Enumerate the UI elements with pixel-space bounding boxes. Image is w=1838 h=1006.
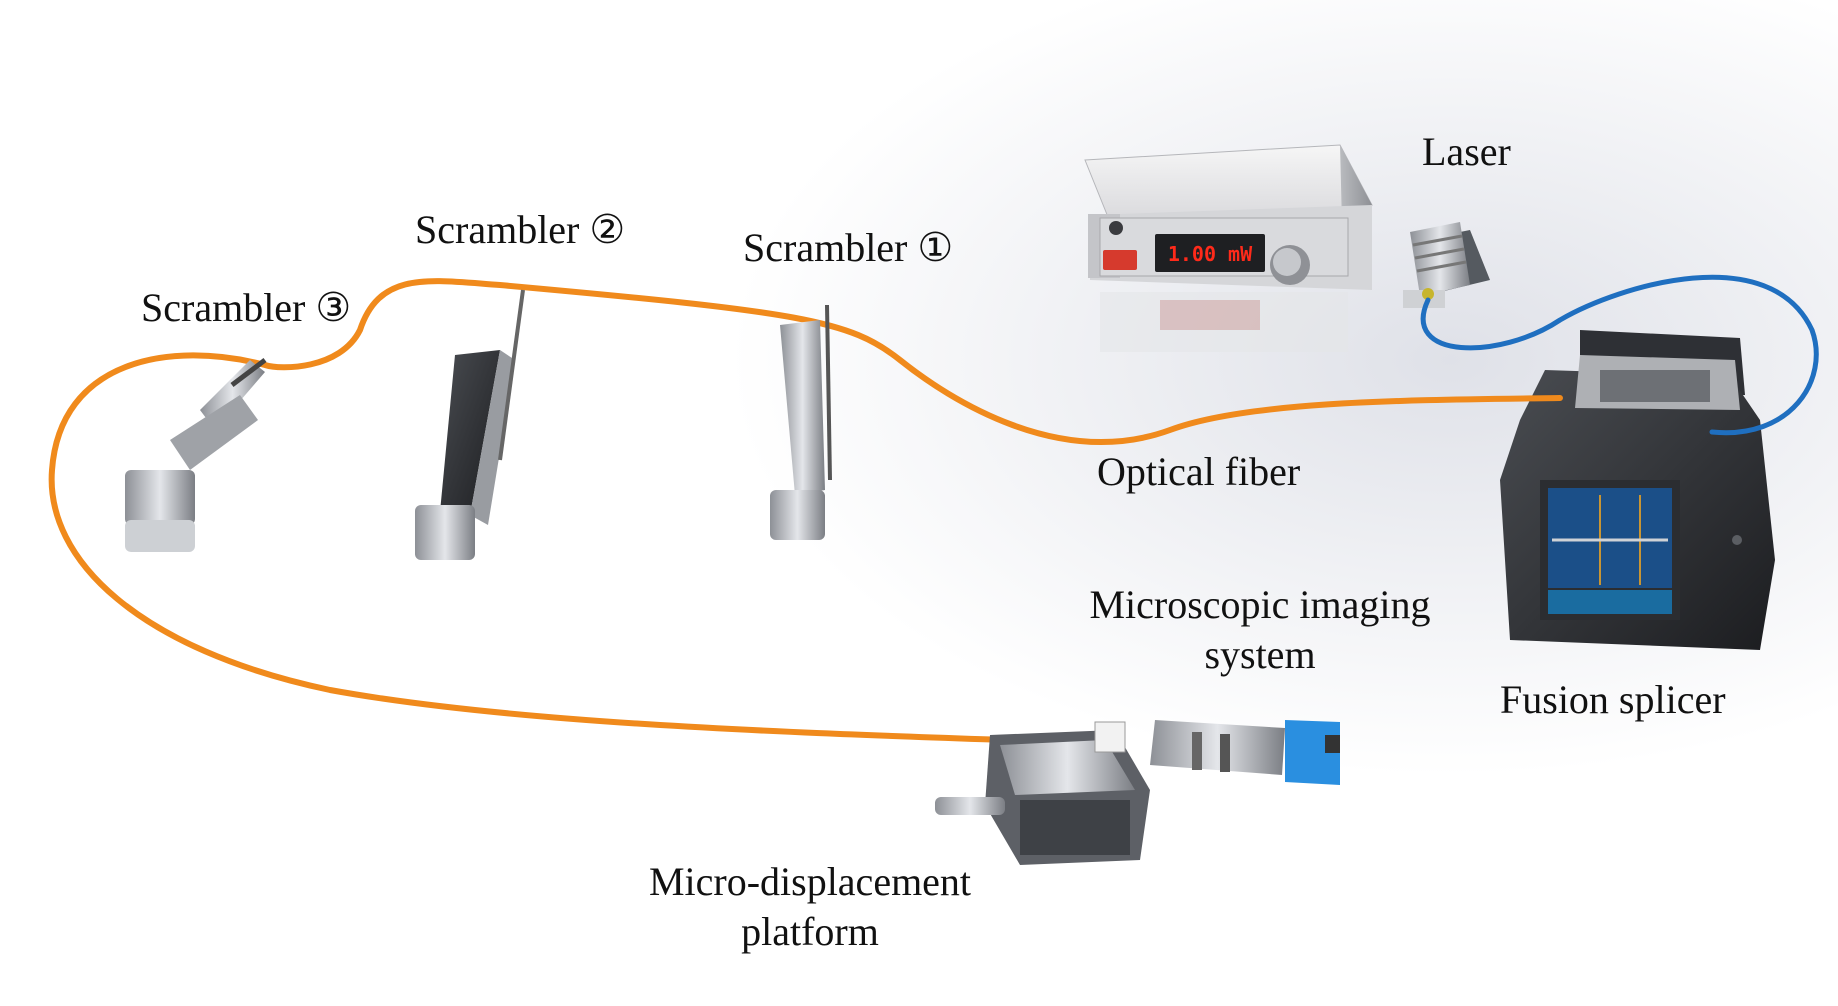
label-laser: Laser [1422, 129, 1511, 174]
label-scrambler-1: Scrambler ① [743, 225, 954, 270]
camera-icon [1150, 720, 1340, 785]
power-button-icon [1103, 250, 1137, 270]
label-microscopic-imaging-system: Microscopic imaging system [1070, 580, 1450, 680]
laser-power-display [1155, 234, 1265, 272]
laser-controller-icon: 1.00 mW [1084, 144, 1373, 352]
laser-power-readout: 1.00 mW [1168, 242, 1253, 266]
label-fusion-splicer: Fusion splicer [1500, 677, 1726, 722]
label-optical-fiber: Optical fiber [1097, 449, 1301, 494]
label-micro-displacement-line1: Micro-displacement [648, 859, 972, 904]
label-micro-displacement-platform: Micro-displacement platform [610, 857, 1010, 957]
label-micro-displacement-line2: platform [741, 909, 879, 954]
label-microscopic-imaging-line1: Microscopic imaging [1089, 582, 1431, 627]
fusion-splicer-icon [1500, 330, 1775, 650]
scrambler-3-icon [125, 358, 267, 552]
stage-icon [935, 721, 1150, 865]
label-microscopic-imaging-line2: system [1204, 632, 1316, 677]
laser-source-icon [1403, 222, 1490, 308]
key-switch-icon [1109, 221, 1123, 235]
label-scrambler-3: Scrambler ③ [141, 285, 352, 330]
patch-cord-fiber [1420, 274, 1819, 436]
optical-fiber-path [48, 278, 1563, 747]
scrambler-2-icon [415, 289, 525, 560]
scrambler-1-icon [770, 304, 832, 540]
label-scrambler-2: Scrambler ② [415, 207, 626, 252]
